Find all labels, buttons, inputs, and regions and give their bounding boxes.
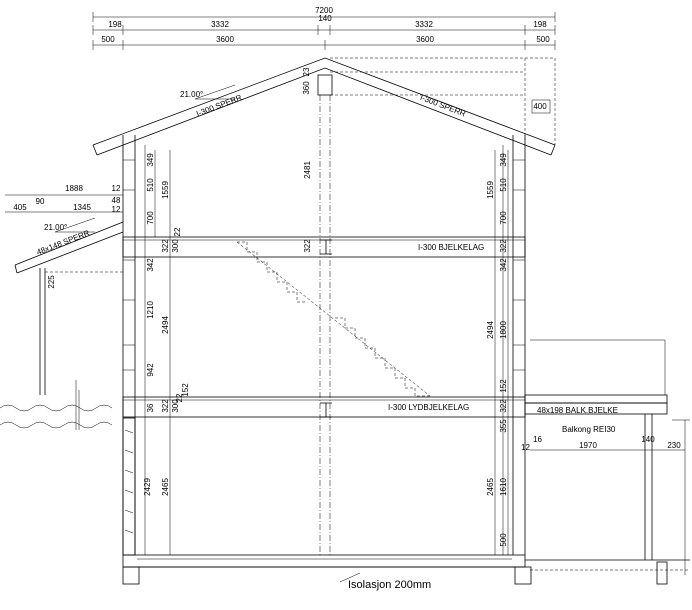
- dim-r14: 500: [499, 533, 508, 547]
- dim-l3: 1559: [161, 181, 170, 199]
- dim-c2: 405: [13, 203, 27, 212]
- center-column: 2481 322: [303, 95, 332, 555]
- dim-row2-d: 3332: [415, 20, 433, 29]
- dim-r7: 2494: [486, 321, 495, 339]
- balcony-label: Balkong REI30: [562, 425, 616, 434]
- dim-r2: 510: [499, 178, 508, 192]
- dim-l11: 942: [146, 363, 155, 377]
- dim-l2: 510: [146, 178, 155, 192]
- dim-r8: 1800: [499, 321, 508, 339]
- dim-l18: 2465: [161, 478, 170, 496]
- dim-row2-b: 3332: [211, 20, 229, 29]
- dim-l12: 322: [161, 399, 170, 413]
- dim-l5: 322: [161, 239, 170, 253]
- joist-upper-label: I-300 BJELKELAG: [418, 243, 484, 252]
- dim-b5: 230: [667, 441, 681, 450]
- dim-l13: 300: [171, 399, 180, 413]
- dim-row3-c: 3600: [416, 35, 434, 44]
- dim-l16: 22: [175, 393, 184, 402]
- dim-r1: 349: [499, 153, 508, 167]
- dim-l17: 2429: [143, 478, 152, 496]
- dim-row2-e: 198: [533, 20, 547, 29]
- insulation-label: Isolasjon 200mm: [348, 579, 431, 591]
- dim-c1: 1888: [65, 184, 83, 193]
- dim-roof-top: 23: [302, 67, 311, 76]
- dim-c7: 12: [112, 205, 121, 214]
- dim-r12: 2465: [486, 478, 495, 496]
- canopy-rafter-label: 48x148 SPERR: [35, 228, 91, 257]
- dim-l7: 22: [173, 227, 182, 236]
- dim-l6: 300: [171, 239, 180, 253]
- dim-roof-mid: 360: [302, 81, 311, 95]
- right-wall-dimensions: 349 510 1559 700 322 342 2494 1800 152 3…: [486, 150, 509, 555]
- dim-center-upper: 2481: [303, 161, 312, 179]
- dim-r10: 322: [499, 399, 508, 413]
- rafter-right-label: I-300 SPERR: [419, 93, 467, 119]
- roof-angle-canopy: 21.00°: [44, 223, 67, 232]
- top-dimension-chains: 7200 198 3332 140 3332 198 500 3600 3600…: [92, 6, 556, 50]
- dim-row3-a: 500: [101, 35, 115, 44]
- dim-c5: 12: [112, 184, 121, 193]
- dim-l14: 152: [181, 383, 190, 397]
- dim-r9: 152: [499, 379, 508, 393]
- dim-row3-d: 500: [536, 35, 550, 44]
- roof-angle-main: 21.00°: [180, 90, 203, 99]
- dim-b2: 12: [521, 443, 530, 452]
- dim-l9: 1210: [146, 301, 155, 319]
- dim-l8: 342: [146, 258, 155, 272]
- dim-c3: 90: [36, 197, 45, 206]
- dim-l10: 2494: [161, 316, 170, 334]
- dim-c4: 1345: [73, 203, 91, 212]
- dim-r6: 342: [499, 258, 508, 272]
- foundation: Isolasjon 200mm: [122, 417, 532, 591]
- joist-lower-label: I-300 LYDBJELKELAG: [388, 403, 469, 412]
- balcony: 48x198 BALK.BJELKE Balkong REI30 16 12 1…: [521, 339, 690, 585]
- dim-c6: 48: [112, 196, 121, 205]
- dim-center-joist: 322: [303, 239, 312, 253]
- dim-r13: 1610: [499, 478, 508, 496]
- left-wall-dimensions: 349 510 1559 700 322 300 22 342 1210 249…: [143, 150, 190, 555]
- dim-total-width: 7200: [315, 6, 333, 15]
- dim-r11: 355: [499, 419, 508, 433]
- dim-b3: 140: [641, 435, 655, 444]
- dim-c8: 225: [47, 275, 56, 289]
- roof: 400 23 360 21.00° I-300 SPERR I-300 SPER…: [92, 57, 556, 156]
- dim-r3: 1559: [486, 181, 495, 199]
- dim-roof-overhang: 400: [533, 102, 547, 111]
- dim-l1: 349: [146, 153, 155, 167]
- dim-b1: 16: [533, 435, 542, 444]
- dim-row3-b: 3600: [216, 35, 234, 44]
- left-canopy: 1888 405 90 1345 12 48 12 48x148 SPERR 2…: [0, 184, 124, 430]
- balcony-beam-label: 48x198 BALK.BJELKE: [537, 406, 618, 415]
- dim-l4: 700: [146, 211, 155, 225]
- dim-b4: 1970: [579, 441, 597, 450]
- walls: [122, 135, 526, 555]
- stair: [236, 241, 431, 397]
- dim-r4: 700: [499, 211, 508, 225]
- dim-row2-a: 198: [108, 20, 122, 29]
- dim-l15: 36: [146, 403, 155, 412]
- dim-row2-c: 140: [318, 14, 332, 23]
- dim-r5: 322: [499, 239, 508, 253]
